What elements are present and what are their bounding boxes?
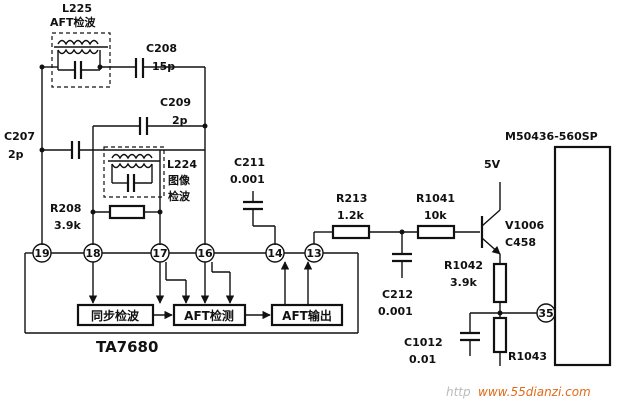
- l225-ref-label: L225: [62, 2, 92, 15]
- c208-ref-label: C208: [146, 42, 177, 55]
- r1043-resistor: [492, 313, 508, 366]
- c212-val-label: 0.001: [378, 305, 413, 318]
- ic-internal-wiring: [24, 252, 359, 334]
- c207-capacitor: [42, 141, 205, 159]
- r213-val-label: 1.2k: [337, 209, 364, 222]
- block-aft-detect: [172, 303, 247, 327]
- junction-dot: [157, 209, 163, 215]
- junction-dot: [39, 147, 45, 153]
- block-sync-detect-label: 同步检波: [91, 308, 140, 323]
- mcu-label: M50436-560SP: [505, 130, 598, 143]
- l224-ref-label: L224: [167, 158, 197, 171]
- c1012-ref-label: C1012: [404, 336, 443, 349]
- pin-18-label: 18: [85, 247, 100, 260]
- c1012-capacitor: [460, 312, 500, 356]
- block-sync-detect: [76, 303, 155, 327]
- c207-val-label: 2p: [8, 148, 24, 161]
- junction-dot: [202, 123, 208, 129]
- c212-ref-label: C212: [382, 288, 413, 301]
- pin-14-label: 14: [267, 247, 283, 260]
- c211-val-label: 0.001: [230, 173, 265, 186]
- c211-capacitor: [243, 191, 276, 245]
- c209-val-label: 2p: [172, 114, 188, 127]
- r213-ref-label: R213: [336, 192, 367, 205]
- r208-ref-label: R208: [50, 202, 81, 215]
- watermark-prefix: http: [446, 385, 471, 399]
- c1012-val-label: 0.01: [409, 353, 436, 366]
- top-wiring: [41, 58, 206, 245]
- block-aft-output: [270, 303, 344, 327]
- r213-resistor: [323, 224, 418, 240]
- main-rail: [51, 231, 323, 254]
- c212-capacitor: [392, 232, 412, 278]
- v1006-type-label: C458: [505, 236, 536, 249]
- c207-ref-label: C207: [4, 130, 35, 143]
- l224-image-detector-coil: [103, 146, 165, 198]
- junction-dot: [399, 229, 405, 235]
- r1042-ref-label: R1042: [444, 259, 483, 272]
- pin-35-label: 35: [538, 307, 553, 320]
- v1006-ref-label: V1006: [505, 219, 544, 232]
- c208-val-label: 15p: [152, 60, 175, 73]
- r1041-ref-label: R1041: [416, 192, 455, 205]
- l225-desc-label: AFT检波: [50, 15, 97, 29]
- pin-17-label: 17: [152, 247, 167, 260]
- c211-ref-label: C211: [234, 156, 265, 169]
- block-aft-output-label: AFT输出: [282, 308, 332, 323]
- r208-val-label: 3.9k: [54, 219, 81, 232]
- l224-desc1-label: 图像: [168, 173, 191, 187]
- ic-ta7680-label: TA7680: [96, 338, 158, 356]
- v1006-transistor: [480, 182, 501, 264]
- r1041-val-label: 10k: [424, 209, 447, 222]
- c209-ref-label: C209: [160, 96, 191, 109]
- l225-aft-detector-coil: [51, 32, 111, 88]
- c209-capacitor: [92, 117, 205, 245]
- pin-16-label: 16: [197, 247, 213, 260]
- junction-dot: [97, 64, 103, 70]
- l224-desc2-label: 检波: [168, 189, 191, 203]
- supply-5v-label: 5V: [484, 158, 501, 171]
- r208-resistor: [93, 150, 161, 245]
- junction-dot: [39, 64, 45, 70]
- r1042-val-label: 3.9k: [450, 276, 477, 289]
- watermark-url: www.55dianzi.com: [478, 385, 591, 399]
- block-aft-detect-label: AFT检测: [184, 308, 234, 323]
- r1042-resistor: [492, 262, 537, 314]
- r1041-resistor: [416, 224, 480, 240]
- pin-19-label: 19: [34, 247, 49, 260]
- mcu-m50436-box: [553, 145, 612, 367]
- pin-13-label: 13: [306, 247, 321, 260]
- r1043-ref-label: R1043: [508, 350, 547, 363]
- junction-dot: [90, 209, 96, 215]
